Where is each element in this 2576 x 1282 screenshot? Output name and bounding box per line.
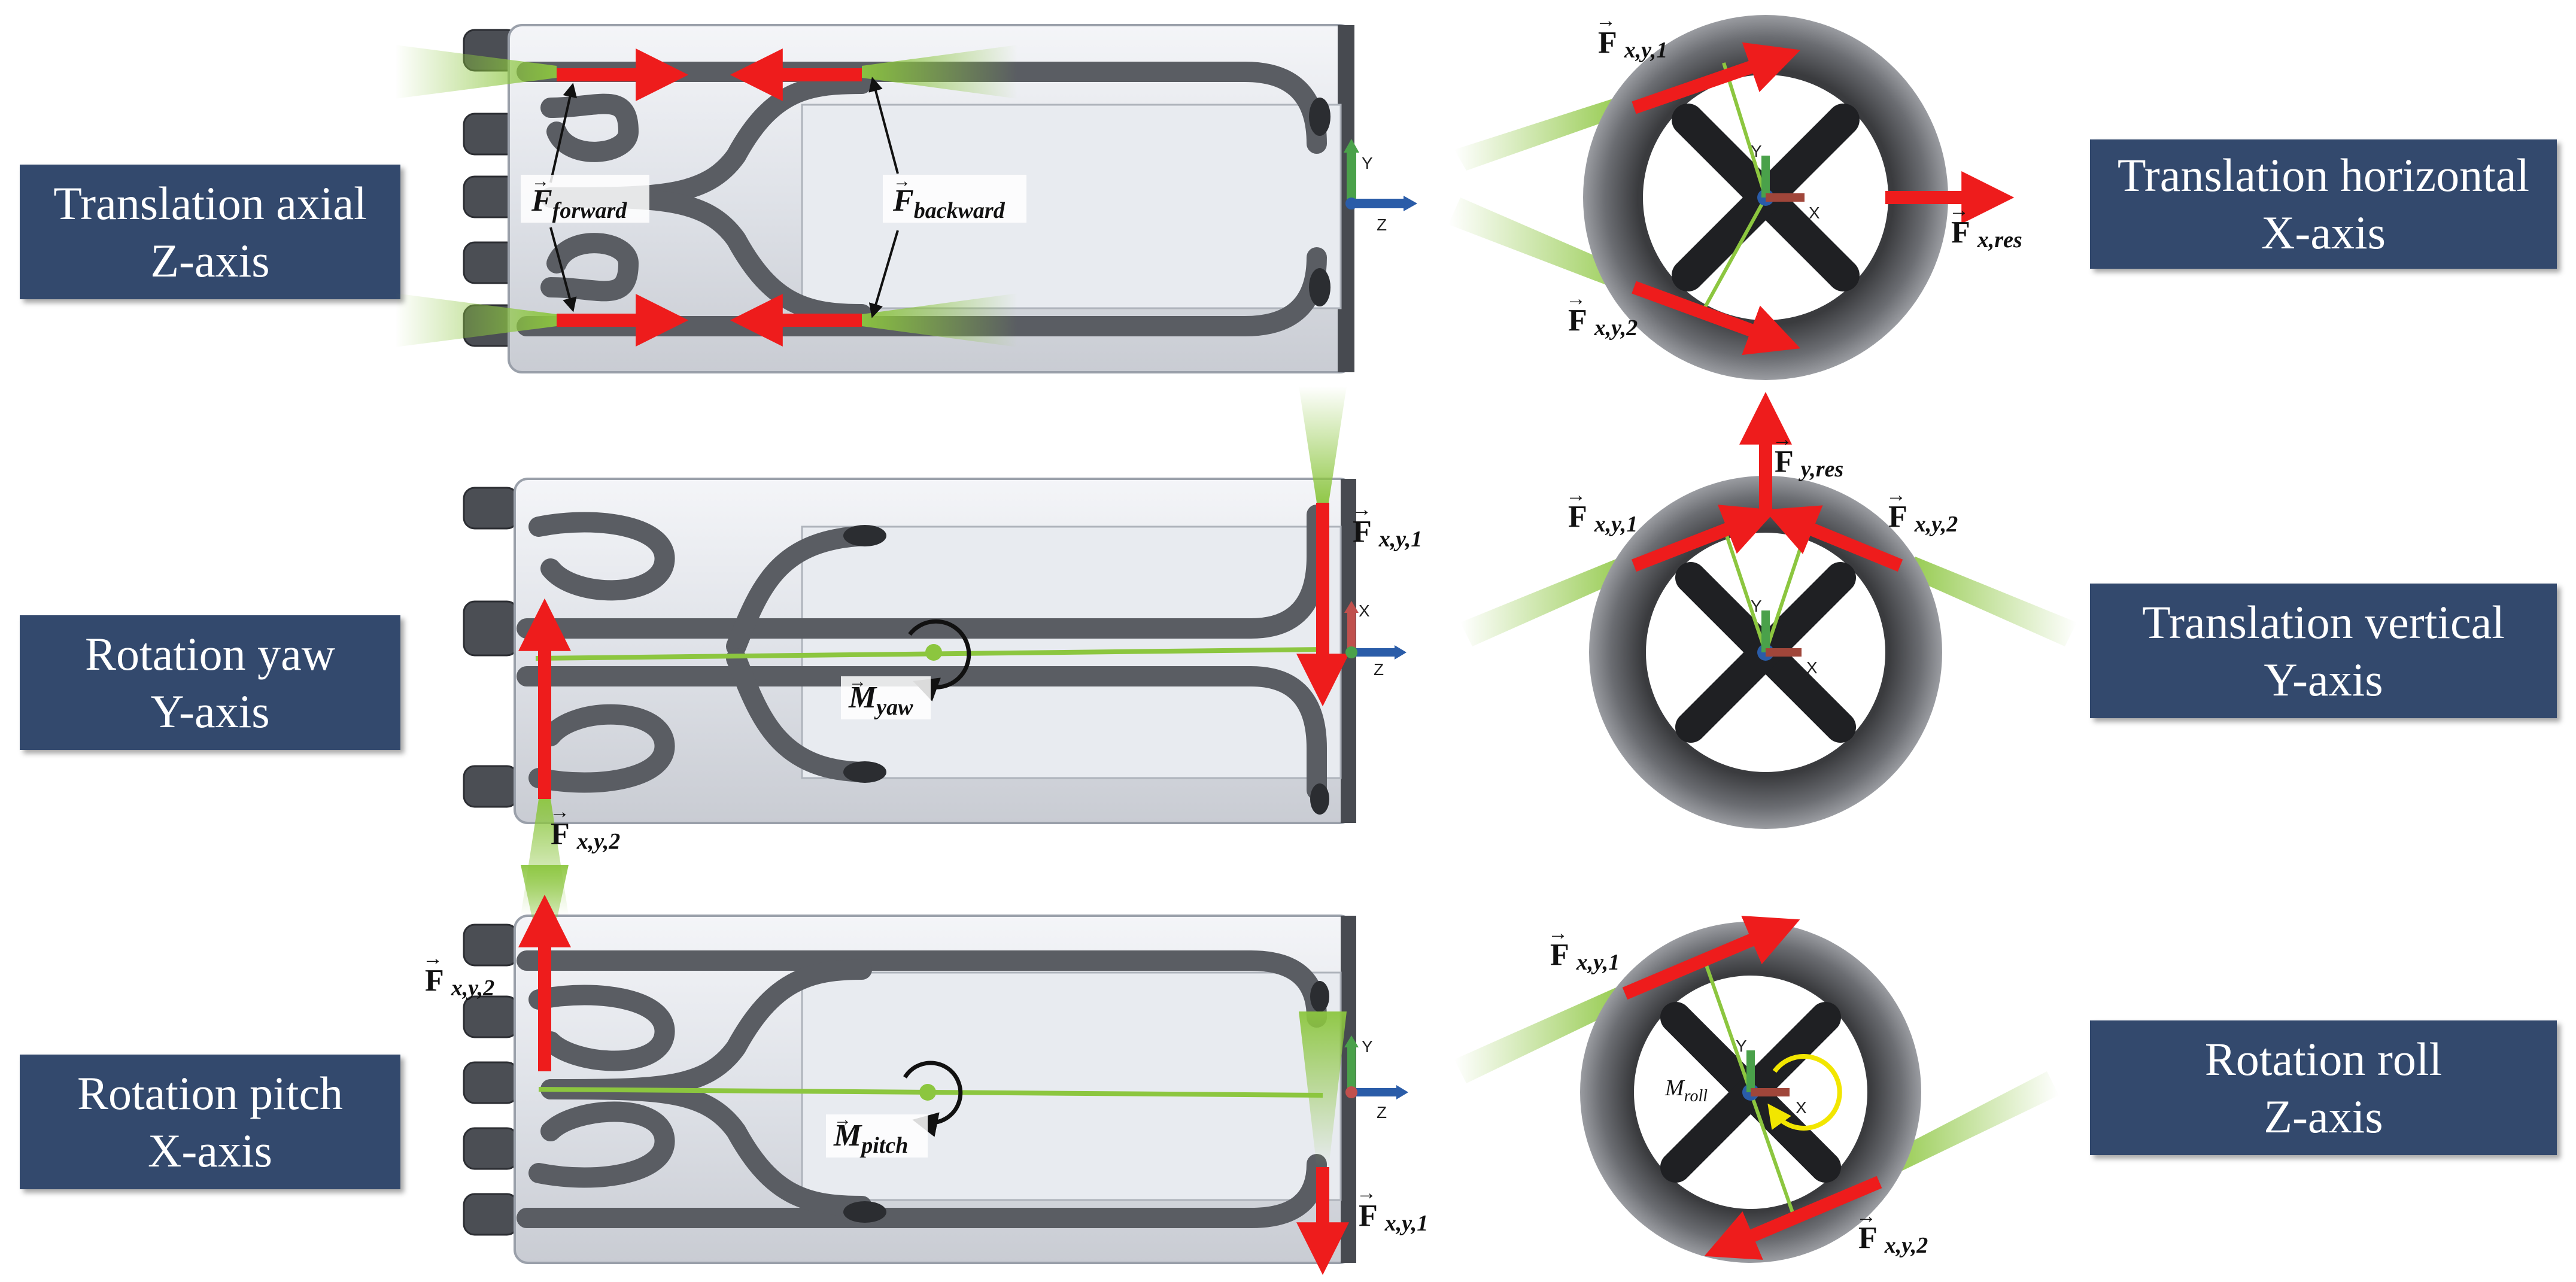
axis-label-y: Y <box>1751 597 1762 615</box>
force-arrows-axial <box>557 48 862 347</box>
moment-arrow-yaw <box>908 619 971 701</box>
svg-text:→: → <box>1356 1182 1377 1204</box>
svg-text:→: → <box>1772 429 1793 451</box>
axis-label-y: Y <box>1751 142 1762 160</box>
label-line: X-axis <box>148 1124 272 1177</box>
svg-text:→: → <box>834 1110 852 1129</box>
label-line: Z-axis <box>150 234 270 287</box>
thruster-jets-axial <box>395 45 1017 347</box>
svg-text:→: → <box>1596 10 1616 32</box>
label-line: Translation vertical <box>2142 596 2505 648</box>
svg-text:→: → <box>1566 288 1586 310</box>
axis-label-y: Y <box>1362 1037 1373 1056</box>
label-translation-axial: Translation axial Z-axis <box>20 165 400 299</box>
label-line: Y-axis <box>2264 653 2383 706</box>
label-rotation-pitch: Rotation pitch X-axis <box>20 1055 400 1189</box>
label-line: Translation horizontal <box>2117 149 2530 201</box>
label-line: Z-axis <box>2264 1090 2383 1143</box>
axis-label-x: X <box>1806 658 1818 677</box>
tube-pitch <box>463 915 1356 1264</box>
label-line: Y-axis <box>150 685 270 737</box>
axis-label-z: Z <box>1374 660 1384 679</box>
label-plate <box>883 175 1026 223</box>
moment-roll-label: Mroll <box>1664 1076 1708 1105</box>
svg-text:→: → <box>531 171 549 191</box>
axis-label-x: X <box>1809 203 1820 222</box>
end-view-horizontal: Y X <box>1448 15 1948 380</box>
force-arrows-pitch <box>518 894 1349 1275</box>
svg-text:→: → <box>1856 1205 1876 1228</box>
axis-triad-axial: Y Z <box>1344 139 1417 234</box>
force-arrows-horizontal <box>1632 42 2015 356</box>
force-forward-label: Fforward <box>531 184 627 223</box>
label-line: Translation axial <box>53 177 367 229</box>
label-translation-vertical: Translation vertical Y-axis <box>2090 584 2557 718</box>
label-translation-horizontal: Translation horizontal X-axis <box>2090 139 2557 269</box>
axis-label-z: Z <box>1377 215 1387 234</box>
moment-arrow-pitch <box>903 1061 963 1137</box>
axis-label-z: Z <box>1377 1103 1387 1122</box>
label-rotation-yaw: Rotation yaw Y-axis <box>20 615 400 750</box>
svg-text:→: → <box>1351 499 1372 521</box>
force-arrows-roll <box>1622 916 1882 1260</box>
moment-pitch-label: Mpitch <box>833 1119 908 1158</box>
label-line: Rotation roll <box>2204 1032 2443 1085</box>
svg-text:→: → <box>1886 484 1906 506</box>
svg-text:→: → <box>893 171 911 191</box>
moment-yaw-label: Myaw <box>848 681 913 720</box>
force-backward-label: Fbackward <box>892 184 1006 223</box>
label-line: Rotation yaw <box>84 627 336 680</box>
svg-text:→: → <box>549 801 570 823</box>
svg-text:→: → <box>1566 484 1586 506</box>
axis-label-x: X <box>1359 601 1370 620</box>
svg-text:→: → <box>849 672 867 691</box>
axis-label-y: Y <box>1736 1037 1747 1055</box>
axis-label-x: X <box>1796 1098 1807 1117</box>
end-view-roll: Y X Mroll <box>1454 922 2059 1263</box>
label-pointers-axial <box>549 77 899 318</box>
force-arrows-vertical <box>1632 391 1903 572</box>
axis-triad-pitch: Y Z <box>1344 1035 1408 1122</box>
force-arrows-yaw <box>518 503 1349 799</box>
axis-triad-yaw: X Z <box>1344 601 1407 679</box>
label-line: X-axis <box>2261 206 2386 259</box>
svg-text:→: → <box>1949 199 1969 221</box>
label-plate <box>521 175 649 223</box>
end-view-vertical: Y X <box>1460 476 2077 829</box>
label-rotation-roll: Rotation roll Z-axis <box>2090 1020 2557 1155</box>
label-line: Rotation pitch <box>77 1067 344 1119</box>
svg-text:→: → <box>1548 922 1568 944</box>
axis-label-y: Y <box>1362 154 1373 172</box>
svg-text:→: → <box>423 947 443 970</box>
moment-arrow-roll <box>1767 1054 1842 1131</box>
